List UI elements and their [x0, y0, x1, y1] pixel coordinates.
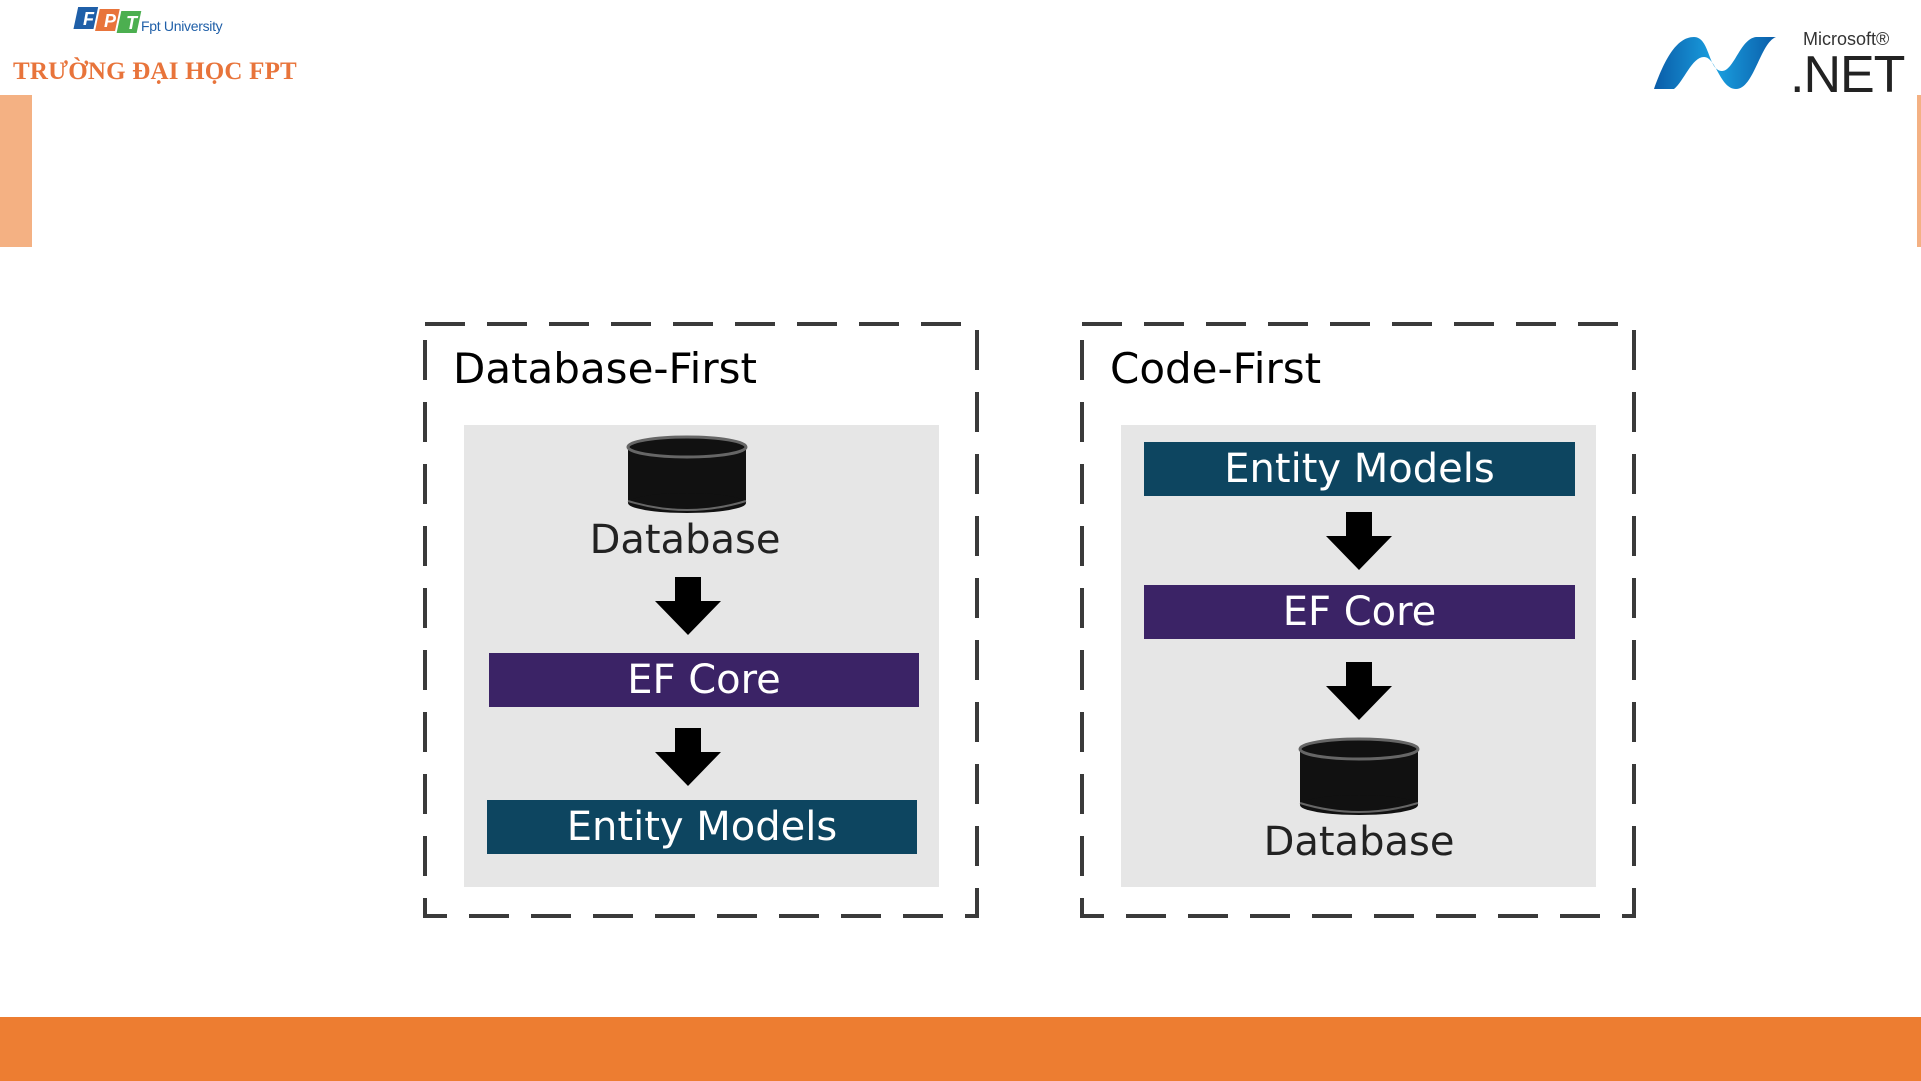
code-first-panel: Code-First Entity Models EF Core Databas…: [1080, 322, 1636, 918]
fpt-university-logo: F P T Fpt University TRƯỜNG ĐẠI HỌC FPT: [0, 0, 300, 95]
database-cylinder-icon: [625, 435, 749, 515]
down-arrow-icon: [653, 728, 723, 786]
database-cylinder-icon: [1297, 737, 1421, 817]
entity-models-box: Entity Models: [487, 800, 917, 854]
fpt-university-small-label: Fpt University: [141, 18, 222, 34]
ef-core-box: EF Core: [489, 653, 919, 707]
left-accent-bar: [0, 95, 32, 247]
panel-title: Code-First: [1110, 344, 1321, 393]
ef-core-box: EF Core: [1144, 585, 1575, 639]
fpt-logo-letter: P: [104, 11, 117, 31]
dotnet-label: .NET: [1790, 45, 1904, 105]
fpt-logo-letter: F: [83, 9, 95, 29]
database-label: Database: [535, 517, 835, 563]
footer-accent-bar: [0, 1017, 1921, 1081]
right-accent-edge: [1917, 95, 1921, 247]
panel-title: Database-First: [453, 344, 757, 393]
down-arrow-icon: [653, 577, 723, 635]
down-arrow-icon: [1324, 662, 1394, 720]
database-label: Database: [1209, 819, 1509, 865]
dotnet-wave-icon: [1650, 31, 1780, 93]
fpt-university-title: TRƯỜNG ĐẠI HỌC FPT: [13, 58, 297, 86]
microsoft-dotnet-logo: Microsoft® .NET: [1650, 25, 1900, 95]
down-arrow-icon: [1324, 512, 1394, 570]
fpt-logo-icon: F P T: [73, 3, 143, 49]
database-first-panel: Database-First Database EF Core Entity M…: [423, 322, 979, 918]
entity-models-box: Entity Models: [1144, 442, 1575, 496]
